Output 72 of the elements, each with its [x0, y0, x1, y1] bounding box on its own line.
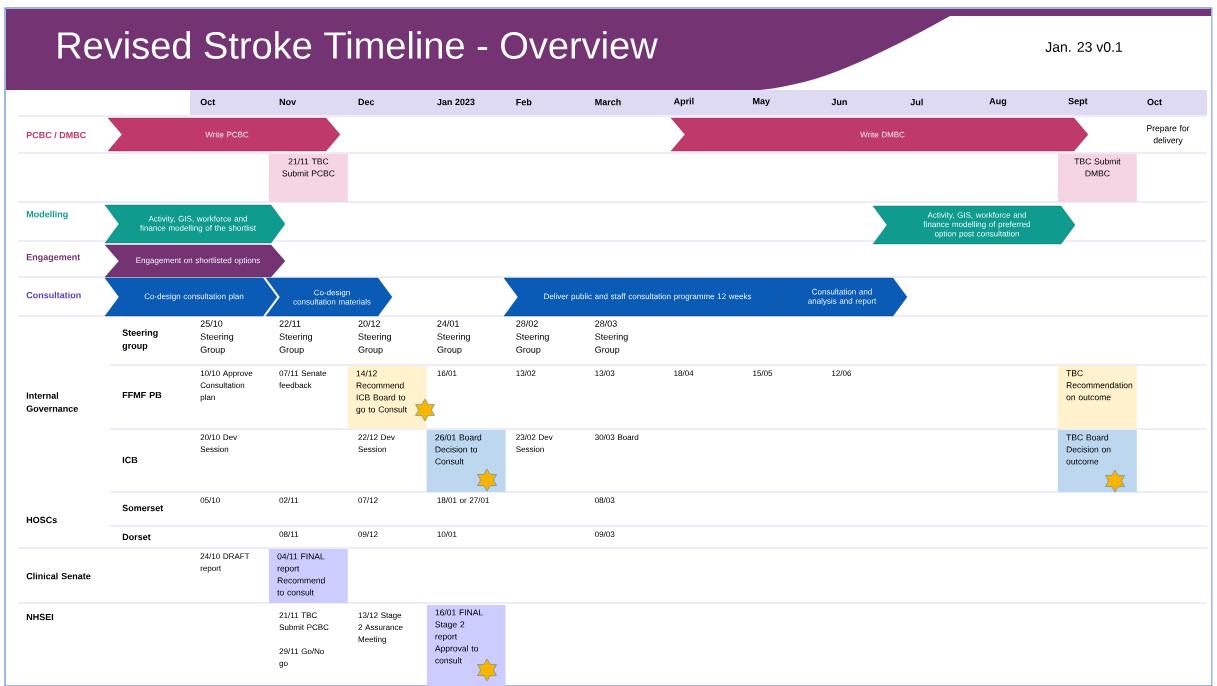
row-label: Somerset [122, 504, 164, 512]
highlighted-cell: TBC Submit DMBC [1057, 154, 1137, 202]
cell-text: 13/02 [516, 370, 536, 377]
cell-text: 20/12 Steering Group [358, 320, 391, 355]
cell-text: 24/01 Steering Group [437, 320, 470, 355]
month-label: Feb [516, 98, 532, 106]
cell-text: 12/06 [832, 370, 852, 377]
phase-bar: Co-design consultation plan [104, 277, 278, 317]
month-label: Oct [1147, 98, 1162, 106]
row-label: PCBC / DMBC [26, 131, 86, 139]
highlighted-cell: 14/12 Recommend ICB Board to go to Consult [347, 366, 427, 429]
phase-bar: Write DMBC [670, 117, 1089, 152]
highlighted-cell: 04/11 FINAL report Recommend to consult [268, 549, 348, 603]
month-label: Jun [831, 98, 847, 106]
cell-text: 16/01 [437, 370, 457, 377]
month-label: Oct [200, 98, 216, 106]
phase-bar: Engagement on shortlisted options [104, 244, 286, 278]
row-label: NHSEI [26, 613, 54, 621]
cell-text: 29/11 Go/No go [279, 648, 324, 668]
cell-text: 13/03 [595, 370, 615, 377]
cell-text: 23/02 Dev Session [516, 434, 553, 453]
highlighted-cell: TBC Board Decision on outcome [1057, 430, 1137, 492]
cell-text: 13/12 Stage 2 Assurance Meeting [358, 612, 403, 644]
highlighted-cell: 21/11 TBC Submit PCBC [268, 154, 348, 202]
row-label: Consultation [26, 291, 81, 299]
month-label: Aug [989, 97, 1007, 107]
row-label: ICB [122, 456, 138, 464]
cell-text: 18/04 [674, 370, 694, 377]
row-label: Steering group [122, 329, 158, 351]
cell-text: 15/05 [753, 370, 773, 377]
month-label: March [595, 98, 621, 106]
phase-bar: Consultation and analysis and report [770, 277, 908, 317]
row-label: FFMF PB [122, 391, 162, 399]
cell-text: 09/03 [595, 531, 615, 538]
month-label: Sept [1068, 97, 1088, 107]
version-label: Jan. 23 v0.1 [1045, 42, 1123, 52]
month-label: May [753, 97, 770, 107]
month-label: Nov [279, 98, 297, 106]
cell-text: 10/01 [437, 531, 457, 538]
row-label: Dorset [122, 533, 151, 541]
row-label: Modelling [26, 210, 68, 220]
row-label: Internal Governance [26, 392, 78, 412]
month-label: Jul [910, 98, 923, 106]
row-label: HOSCs [26, 516, 57, 524]
row-label: Engagement [26, 253, 81, 263]
cell-text: 07/12 [358, 497, 378, 504]
cell-text: 30/03 Board [595, 434, 639, 441]
phase-bar: Co-design consultation materials [265, 277, 393, 317]
milestone-text: Prepare for delivery [1147, 125, 1190, 145]
row-label: Clinical Senate [26, 572, 91, 580]
cell-text: 21/11 TBC Submit PCBC [279, 612, 329, 631]
highlighted-cell: TBC Recommendation on outcome [1057, 366, 1137, 429]
cell-text: 09/12 [358, 531, 378, 538]
highlighted-cell: 16/01 FINAL Stage 2 report Approval to consult [426, 605, 506, 686]
phase-bar: Write PCBC [107, 117, 341, 152]
phase-bar: Deliver public and staff consultation programme 12 weeks [503, 277, 786, 317]
cell-text: 20/10 Dev Session [200, 434, 238, 453]
month-label: Dec [358, 98, 375, 106]
month-label: Jan 2023 [437, 98, 475, 106]
cell-text: 08/11 [279, 531, 299, 538]
month-label: April [673, 97, 694, 107]
phase-bar: Activity, GIS, workforce and finance modelling of preferred option post consultation [872, 205, 1076, 245]
phase-bar: Activity, GIS, workforce and finance modelling of the shortlist [104, 204, 286, 244]
cell-text: 05/10 [200, 497, 220, 504]
cell-text: 07/11 Senate feedback [279, 370, 327, 389]
cell-text: 02/11 [279, 497, 299, 504]
cell-text: 24/10 DRAFT report [200, 553, 250, 573]
cell-text: 22/11 Steering Group [279, 320, 313, 355]
cell-text: 10/10 Approve Consultation plan [200, 370, 253, 402]
title: Revised Stroke Timeline - Overview [58, 31, 658, 59]
cell-text: 08/03 [595, 497, 615, 504]
highlighted-cell: 26/01 Board Decision to Consult [426, 430, 506, 492]
